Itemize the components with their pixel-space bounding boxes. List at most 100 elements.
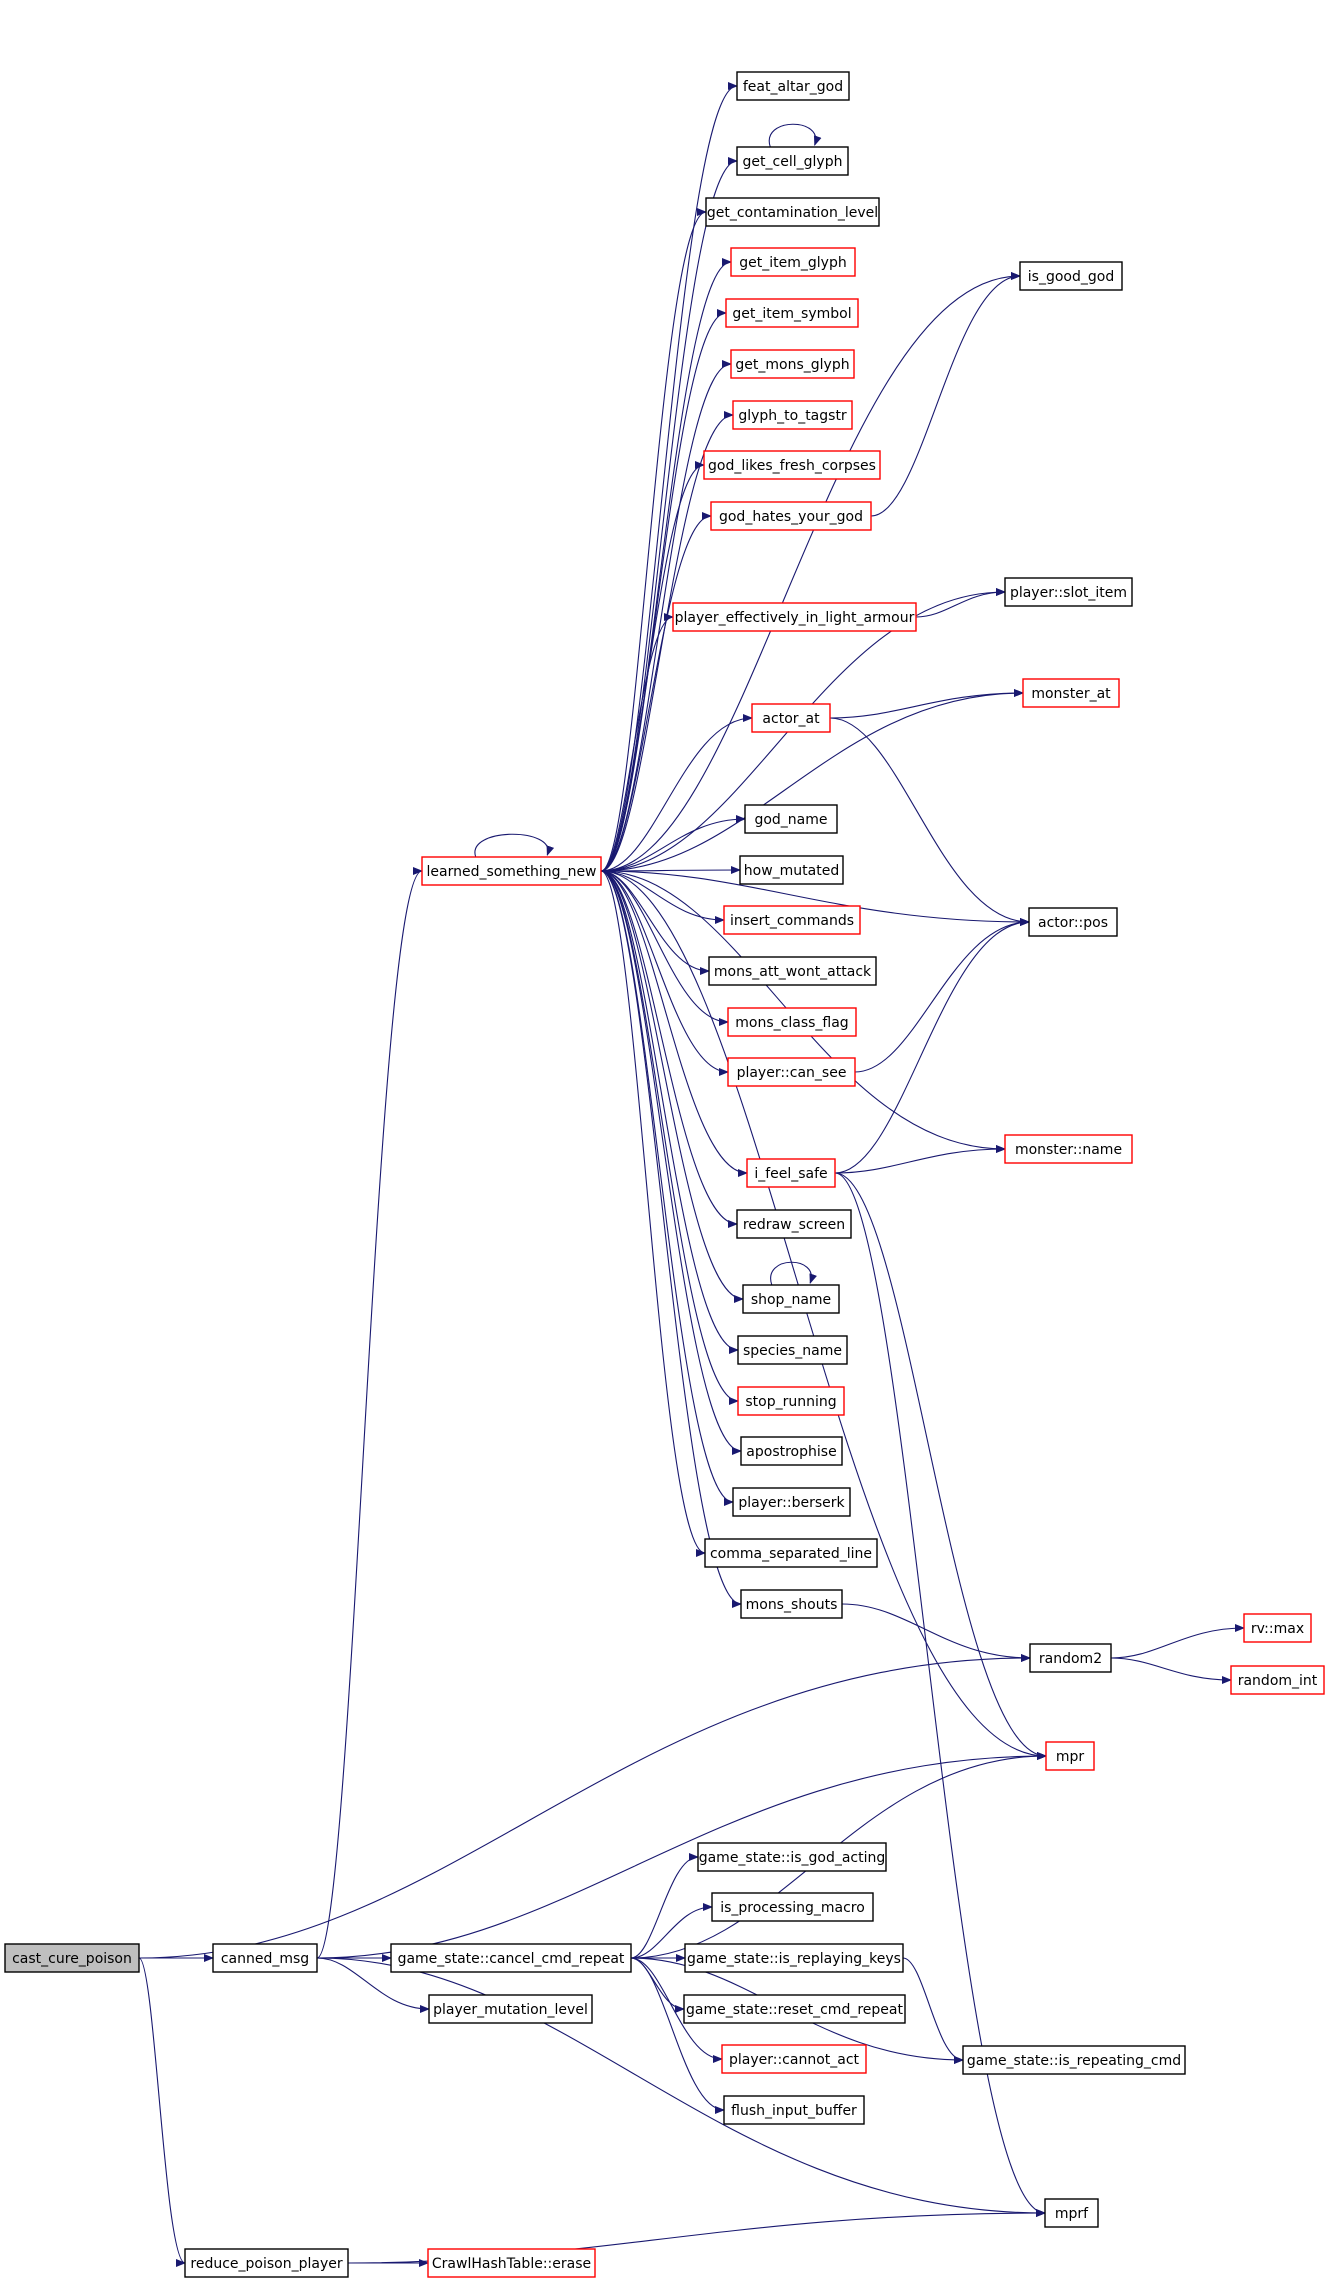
node-box [1028, 907, 1118, 937]
node-mons-att-wont-attack[interactable]: mons_att_wont_attack [708, 956, 877, 986]
node-comma-separated-line[interactable]: comma_separated_line [704, 1538, 878, 1568]
edge-learned-something-new-to-shop-name [600, 870, 744, 1303]
node-box [727, 1007, 857, 1037]
node-redraw-screen[interactable]: redraw_screen [736, 1209, 852, 1239]
node-monster-name[interactable]: monster::name [1004, 1134, 1133, 1164]
edge-shop-name-to-shop-name [770, 1261, 817, 1286]
node-label: mprf [1055, 2206, 1089, 2222]
node-rv-max[interactable]: rv::max [1243, 1613, 1312, 1643]
node-box [723, 905, 861, 935]
edge-learned-something-new-to-is-good-god [600, 272, 1021, 872]
node-box [212, 1943, 318, 1973]
node-get-item-symbol[interactable]: get_item_symbol [725, 298, 859, 328]
node-stop-running[interactable]: stop_running [737, 1386, 845, 1416]
node-game-state-is-repeating-cmd[interactable]: game_state::is_repeating_cmd [962, 2045, 1186, 2075]
node-player-mutation-level[interactable]: player_mutation_level [428, 1994, 593, 2024]
node-random2[interactable]: random2 [1029, 1643, 1112, 1673]
node-label: how_mutated [744, 863, 839, 879]
node-crawlhashtable-erase[interactable]: CrawlHashTable::erase [427, 2248, 596, 2278]
node-label: species_name [743, 1343, 842, 1359]
node-cast-cure-poison[interactable]: cast_cure_poison [4, 1943, 140, 1973]
node-label: monster_at [1031, 686, 1111, 702]
edge-i-feel-safe-to-actor-pos [834, 918, 1030, 1174]
node-label: actor_at [762, 711, 820, 727]
node-species-name[interactable]: species_name [737, 1335, 848, 1365]
node-box [727, 1057, 856, 1087]
node-mprf[interactable]: mprf [1044, 2198, 1099, 2228]
node-player-can-see[interactable]: player::can_see [727, 1057, 856, 1087]
node-label: apostrophise [746, 1444, 836, 1460]
node-box [962, 2045, 1186, 2075]
node-feat-altar-god[interactable]: feat_altar_god [736, 71, 850, 101]
node-glyph-to-tagstr[interactable]: glyph_to_tagstr [732, 400, 853, 430]
node-label: god_name [754, 812, 827, 828]
node-how-mutated[interactable]: how_mutated [739, 855, 844, 885]
node-god-likes-fresh-corpses[interactable]: god_likes_fresh_corpses [703, 450, 881, 480]
edge-learned-something-new-to-species-name [600, 870, 739, 1354]
node-box [704, 1538, 878, 1568]
node-player-effectively-in-light-armour[interactable]: player_effectively_in_light_armour [672, 602, 917, 632]
node-god-hates-your-god[interactable]: god_hates_your_god [710, 501, 872, 531]
node-box [184, 2248, 349, 2278]
node-player-berserk[interactable]: player::berserk [732, 1487, 851, 1517]
node-box [742, 1284, 840, 1314]
node-box [4, 1943, 140, 1973]
node-is-processing-macro[interactable]: is_processing_macro [711, 1892, 874, 1922]
edge-game-state-cancel-cmd-repeat-to-is-processing-macro [630, 1903, 713, 1959]
node-label: player::cannot_act [729, 2052, 860, 2068]
edge-learned-something-new-to-i-feel-safe [600, 870, 748, 1177]
node-box [1230, 1665, 1325, 1695]
node-random-int[interactable]: random_int [1230, 1665, 1325, 1695]
edge-i-feel-safe-to-monster-name [834, 1145, 1006, 1174]
node-label: cast_cure_poison [12, 1951, 132, 1967]
edge-learned-something-new-to-mons-class-flag [600, 870, 729, 1026]
edge-canned-msg-to-player-mutation-level [316, 1957, 430, 2013]
node-reduce-poison-player[interactable]: reduce_poison_player [184, 2248, 349, 2278]
node-get-contamination-level[interactable]: get_contamination_level [705, 197, 880, 227]
node-box [705, 197, 880, 227]
edge-actor-at-to-actor-pos [829, 717, 1030, 926]
edge-player-effectively-in-light-armour-to-player-slot-item [915, 588, 1006, 618]
node-label: player_effectively_in_light_armour [675, 610, 915, 626]
node-get-mons-glyph[interactable]: get_mons_glyph [730, 349, 855, 379]
node-game-state-cancel-cmd-repeat[interactable]: game_state::cancel_cmd_repeat [390, 1943, 632, 1973]
node-box [1004, 577, 1133, 607]
edge-learned-something-new-to-learned-something-new [474, 833, 555, 858]
node-box [723, 2095, 865, 2125]
node-actor-at[interactable]: actor_at [751, 703, 831, 733]
node-learned-something-new[interactable]: learned_something_new [421, 856, 602, 886]
edge-cast-cure-poison-to-reduce-poison-player [138, 1957, 186, 2267]
node-box [751, 703, 831, 733]
edge-learned-something-new-to-get-contamination-level [600, 208, 707, 872]
node-label: flush_input_buffer [731, 2103, 857, 2119]
edge-game-state-cancel-cmd-repeat-to-flush-input-buffer [630, 1957, 725, 2114]
node-label: player_mutation_level [433, 2002, 588, 2018]
node-monster-at[interactable]: monster_at [1022, 678, 1120, 708]
node-player-cannot-act[interactable]: player::cannot_act [721, 2044, 867, 2074]
node-actor-pos[interactable]: actor::pos [1028, 907, 1118, 937]
node-mons-shouts[interactable]: mons_shouts [740, 1589, 843, 1619]
node-game-state-reset-cmd-repeat[interactable]: game_state::reset_cmd_repeat [683, 1994, 906, 2024]
node-mpr[interactable]: mpr [1045, 1741, 1095, 1771]
node-label: actor::pos [1038, 915, 1108, 931]
node-apostrophise[interactable]: apostrophise [740, 1436, 843, 1466]
node-box [736, 71, 850, 101]
node-get-item-glyph[interactable]: get_item_glyph [730, 247, 856, 277]
node-label: glyph_to_tagstr [738, 408, 847, 424]
node-insert-commands[interactable]: insert_commands [723, 905, 861, 935]
node-flush-input-buffer[interactable]: flush_input_buffer [723, 2095, 865, 2125]
node-i-feel-safe[interactable]: i_feel_safe [746, 1158, 836, 1188]
node-label: game_state::reset_cmd_repeat [686, 2002, 903, 2018]
node-label: insert_commands [730, 913, 854, 929]
node-canned-msg[interactable]: canned_msg [212, 1943, 318, 1973]
node-god-name[interactable]: god_name [744, 804, 838, 834]
node-game-state-is-god-acting[interactable]: game_state::is_god_acting [697, 1842, 887, 1872]
node-label: rv::max [1251, 1621, 1304, 1637]
node-box [1045, 1741, 1095, 1771]
node-is-good-god[interactable]: is_good_god [1019, 261, 1123, 291]
node-player-slot-item[interactable]: player::slot_item [1004, 577, 1133, 607]
node-game-state-is-replaying-keys[interactable]: game_state::is_replaying_keys [684, 1943, 904, 1973]
node-get-cell-glyph[interactable]: get_cell_glyph [736, 146, 849, 176]
node-mons-class-flag[interactable]: mons_class_flag [727, 1007, 857, 1037]
node-shop-name[interactable]: shop_name [742, 1284, 840, 1314]
